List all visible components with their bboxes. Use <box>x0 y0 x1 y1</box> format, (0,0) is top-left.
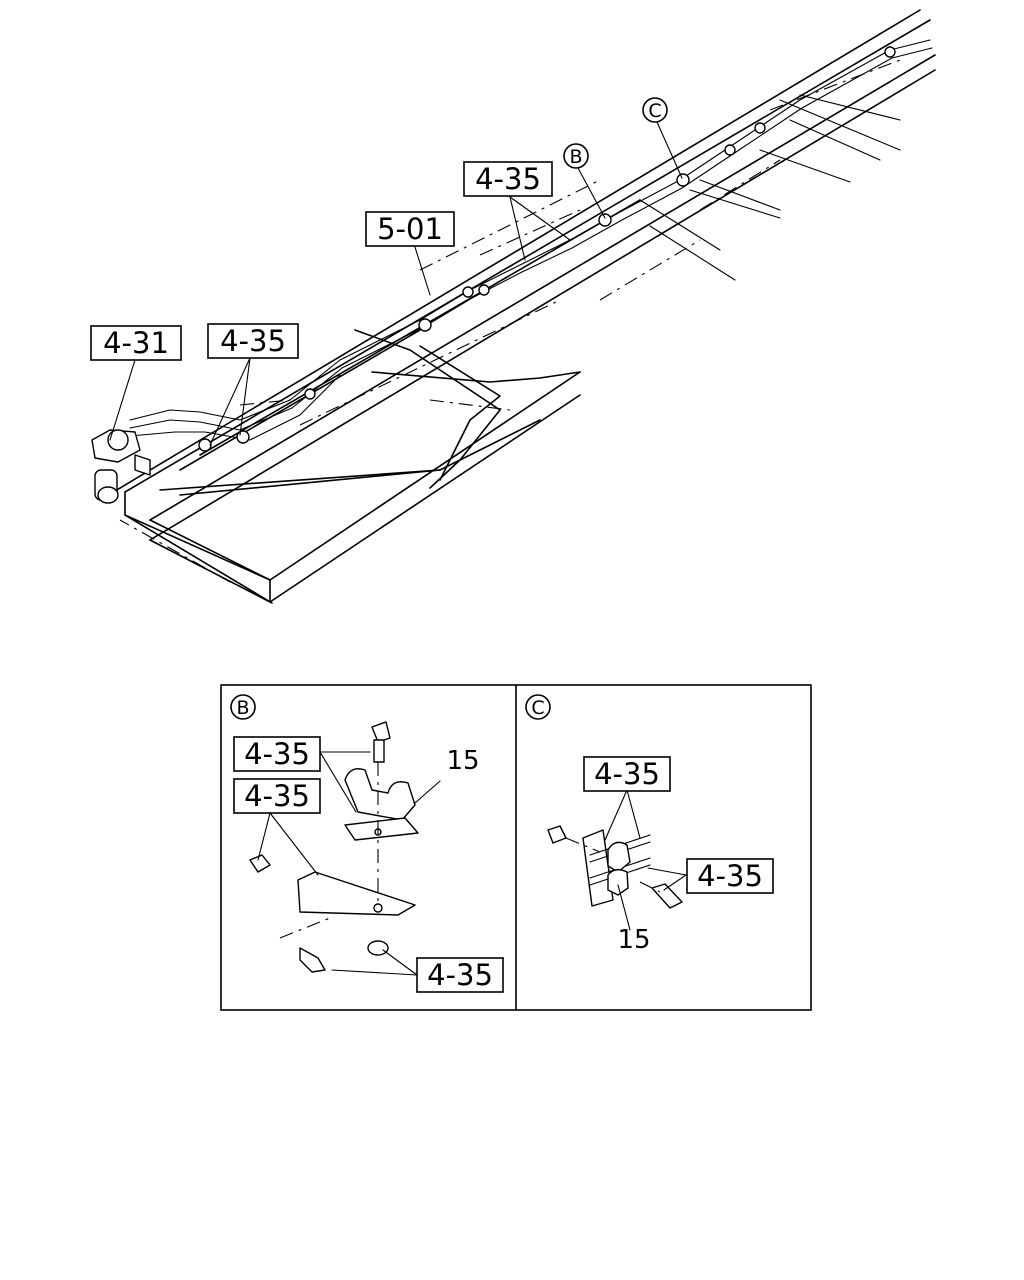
svg-text:4-35: 4-35 <box>244 737 310 771</box>
detail-c-callout-right: 4-35 <box>686 858 774 894</box>
svg-text:4-35: 4-35 <box>244 779 310 813</box>
svg-text:4-31: 4-31 <box>103 326 169 360</box>
detail-b-callout-mid: 4-35 <box>233 778 321 814</box>
detail-c-marker: C <box>525 694 551 720</box>
callout-4-31: 4-31 <box>90 325 182 361</box>
marker-b: B <box>563 143 589 169</box>
detail-b: B <box>230 694 441 976</box>
detail-c-callout-top: 4-35 <box>583 756 671 792</box>
svg-text:4-35: 4-35 <box>475 162 541 196</box>
marker-c: C <box>642 97 668 123</box>
svg-text:4-35: 4-35 <box>427 958 493 992</box>
detail-c: C <box>525 694 687 931</box>
detail-b-marker: B <box>230 694 256 720</box>
svg-text:4-35: 4-35 <box>697 859 763 893</box>
svg-text:B: B <box>569 146 582 168</box>
detail-c-part-number: 15 <box>617 925 650 955</box>
svg-text:4-35: 4-35 <box>594 757 660 791</box>
chassis-frame <box>99 9 936 604</box>
svg-text:B: B <box>236 697 249 719</box>
leader-lines <box>109 121 683 446</box>
valve-assembly <box>91 429 151 504</box>
svg-text:5-01: 5-01 <box>377 212 443 246</box>
callout-5-01: 5-01 <box>365 211 455 247</box>
callout-4-35-left: 4-35 <box>207 323 299 359</box>
callout-4-35-mid: 4-35 <box>463 161 553 197</box>
svg-text:4-35: 4-35 <box>220 324 286 358</box>
brake-pipe-routing <box>129 39 933 452</box>
svg-text:C: C <box>531 697 544 719</box>
detail-b-part-number: 15 <box>446 746 479 776</box>
detail-b-callout-bottom: 4-35 <box>416 957 504 993</box>
detail-b-callout-top: 4-35 <box>233 736 321 772</box>
svg-text:C: C <box>648 100 661 122</box>
